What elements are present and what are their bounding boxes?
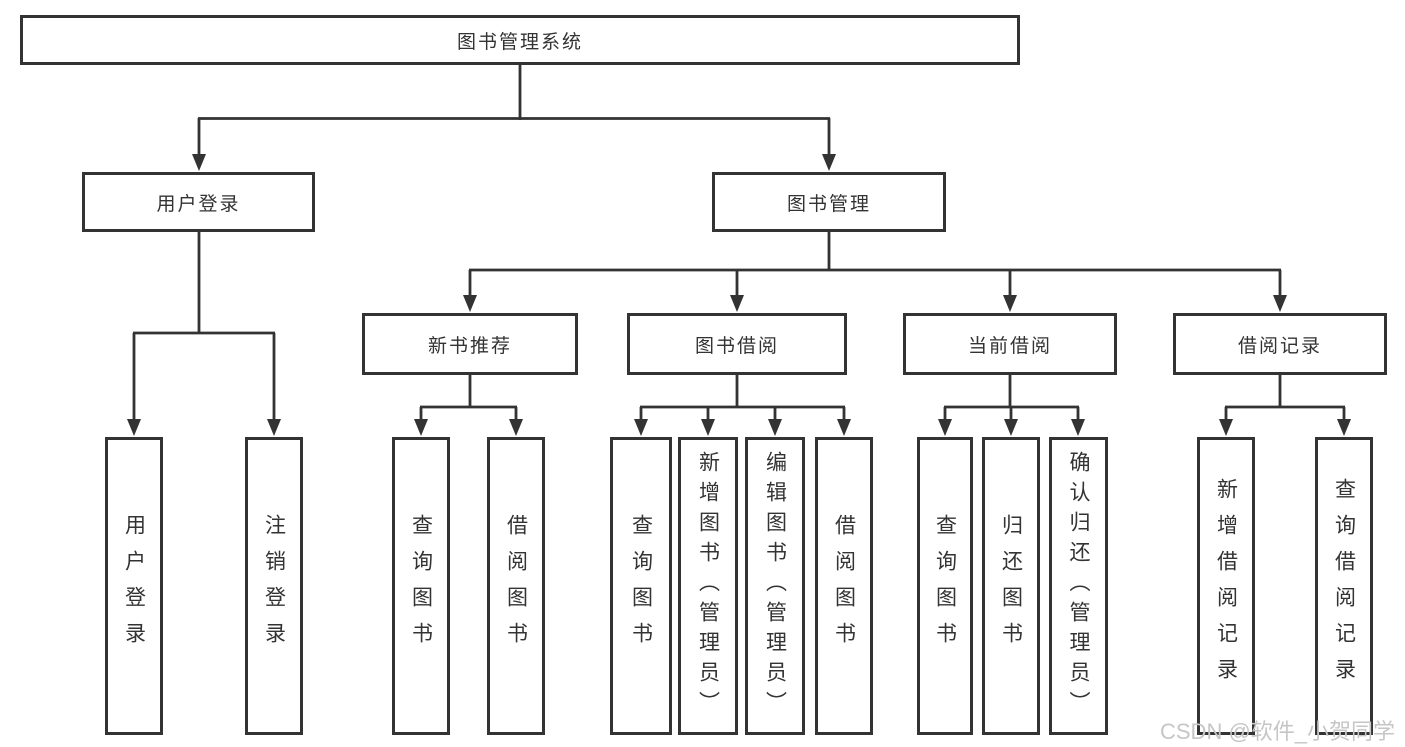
node-label: 图书借阅: [694, 335, 779, 357]
node-label: 新书推荐: [427, 335, 512, 357]
node-label: 查询图书: [409, 514, 433, 658]
node-label: 图书管理系统: [456, 31, 583, 53]
leaf-add-book-admin: 新增图书（管理员）: [678, 437, 738, 735]
node-label: 查询借阅记录: [1332, 478, 1356, 694]
node-new-book-recommendation: 新书推荐: [362, 313, 578, 375]
leaf-logout: 注销登录: [245, 437, 303, 735]
leaf-edit-book-admin: 编辑图书（管理员）: [745, 437, 805, 735]
node-library-system: 图书管理系统: [20, 15, 1020, 65]
leaf-borrow-books-2: 借阅图书: [815, 437, 873, 735]
leaf-return-books: 归还图书: [982, 437, 1040, 735]
node-label: 借阅记录: [1237, 335, 1322, 357]
node-label: 借阅图书: [832, 514, 856, 658]
node-label: 编辑图书（管理员）: [763, 451, 787, 721]
node-current-borrowing: 当前借阅: [903, 313, 1117, 375]
leaf-query-books-3: 查询图书: [917, 437, 973, 735]
leaf-borrow-books-1: 借阅图书: [487, 437, 545, 735]
node-label: 查询图书: [933, 514, 957, 658]
leaf-query-borrowing-record: 查询借阅记录: [1315, 437, 1373, 735]
leaf-confirm-return-admin: 确认归还（管理员）: [1049, 437, 1108, 735]
node-label: 借阅图书: [504, 514, 528, 658]
node-label: 图书管理: [786, 193, 871, 215]
node-label: 用户登录: [122, 514, 146, 658]
node-label: 新增图书（管理员）: [696, 451, 720, 721]
leaf-query-books-2: 查询图书: [610, 437, 672, 735]
leaf-query-books-1: 查询图书: [392, 437, 450, 735]
leaf-add-borrowing-record: 新增借阅记录: [1197, 437, 1255, 735]
node-label: 新增借阅记录: [1214, 478, 1238, 694]
node-label: 用户登录: [156, 193, 241, 215]
node-label: 注销登录: [262, 514, 286, 658]
node-label: 查询图书: [629, 514, 653, 658]
watermark: CSDN @软件_小贺同学: [1160, 719, 1396, 744]
node-borrowing-records: 借阅记录: [1173, 313, 1387, 375]
node-label: 确认归还（管理员）: [1067, 451, 1090, 721]
node-label: 当前借阅: [967, 335, 1052, 357]
node-label: 归还图书: [999, 514, 1023, 658]
leaf-user-login: 用户登录: [105, 437, 163, 735]
node-book-borrowing: 图书借阅: [627, 313, 847, 375]
node-user-login: 用户登录: [82, 172, 315, 232]
node-book-management: 图书管理: [712, 172, 946, 232]
